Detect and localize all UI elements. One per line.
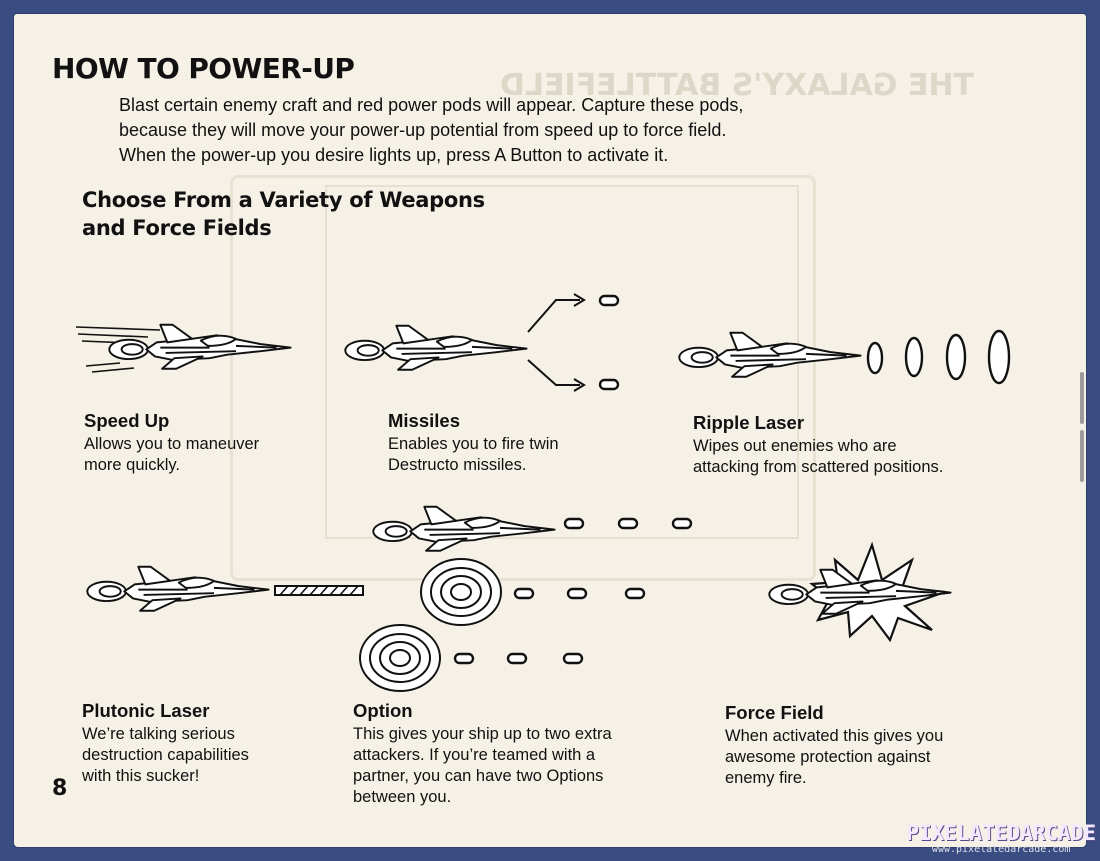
powerup-desc-line: This gives your ship up to two extra bbox=[353, 725, 612, 743]
staple-lower bbox=[1080, 430, 1084, 482]
powerup-desc-line: When activated this gives you bbox=[725, 727, 944, 745]
powerup-desc-line: between you. bbox=[353, 788, 452, 806]
intro-line: Blast certain enemy craft and red power … bbox=[119, 95, 744, 115]
powerup-missiles: Missiles Enables you to fire twin Destru… bbox=[388, 410, 559, 476]
ship-options-icon bbox=[359, 505, 693, 692]
subheading-line: and Force Fields bbox=[82, 216, 272, 240]
powerup-force-field: Force Field When activated this gives yo… bbox=[725, 702, 943, 789]
page-heading: HOW TO POWER-UP bbox=[52, 52, 355, 85]
powerup-title: Option bbox=[353, 700, 413, 721]
powerup-title: Speed Up bbox=[84, 410, 170, 431]
powerup-desc-line: Enables you to fire twin bbox=[388, 435, 559, 453]
powerup-desc-line: Wipes out enemies who are bbox=[693, 437, 897, 455]
powerup-desc-line: Destructo missiles. bbox=[388, 456, 527, 474]
powerup-speed-up: Speed Up Allows you to maneuver more qui… bbox=[84, 410, 259, 476]
watermark-url: www.pixelatedarcade.com bbox=[931, 844, 1071, 855]
manual-page bbox=[14, 14, 1086, 847]
bleed-through-frame bbox=[230, 175, 816, 581]
powerup-desc-line: with this sucker! bbox=[82, 767, 200, 785]
staple-upper bbox=[1080, 372, 1084, 424]
powerup-desc-line: more quickly. bbox=[84, 456, 180, 474]
page-number: 8 bbox=[52, 776, 68, 801]
intro-text: Blast certain enemy craft and red power … bbox=[119, 93, 919, 168]
ship-missiles-icon bbox=[344, 293, 620, 392]
powerup-desc-line: partner, you can have two Options bbox=[353, 767, 604, 785]
powerup-desc-line: awesome protection against bbox=[725, 748, 931, 766]
intro-line: because they will move your power-up pot… bbox=[119, 120, 727, 140]
powerup-desc-line: enemy fire. bbox=[725, 769, 807, 787]
ship-force-field-icon bbox=[768, 541, 952, 643]
powerup-desc-line: We’re talking serious bbox=[82, 725, 235, 743]
powerup-plutonic-laser: Plutonic Laser We’re talking serious des… bbox=[82, 700, 249, 787]
powerup-ripple-laser: Ripple Laser Wipes out enemies who are a… bbox=[693, 412, 943, 478]
powerup-desc-line: attacking from scattered positions. bbox=[693, 458, 944, 476]
powerup-title: Ripple Laser bbox=[693, 412, 805, 433]
intro-line: When the power-up you desire lights up, … bbox=[119, 145, 669, 165]
subheading: Choose From a Variety of Weapons and For… bbox=[82, 186, 602, 242]
subheading-line: Choose From a Variety of Weapons bbox=[82, 188, 485, 212]
powerup-title: Missiles bbox=[388, 410, 460, 431]
powerup-desc-line: Allows you to maneuver bbox=[84, 435, 260, 453]
powerup-option: Option This gives your ship up to two ex… bbox=[353, 700, 612, 808]
powerup-desc-line: destruction capabilities bbox=[82, 746, 249, 764]
ship-plutonic-laser-icon bbox=[86, 565, 364, 612]
powerup-title: Force Field bbox=[725, 702, 824, 723]
option-orb-lower bbox=[359, 624, 441, 692]
powerup-title: Plutonic Laser bbox=[82, 700, 210, 721]
powerup-desc-line: attackers. If you’re teamed with a bbox=[353, 746, 596, 764]
option-orb-upper bbox=[420, 558, 502, 626]
watermark: PIXELATEDARCADE www.pixelatedarcade.com bbox=[906, 822, 1096, 856]
watermark-logo: PIXELATEDARCADE bbox=[906, 821, 1096, 845]
ship-speed-lines-icon bbox=[75, 323, 292, 373]
ship-ripple-laser-icon bbox=[678, 329, 1011, 385]
